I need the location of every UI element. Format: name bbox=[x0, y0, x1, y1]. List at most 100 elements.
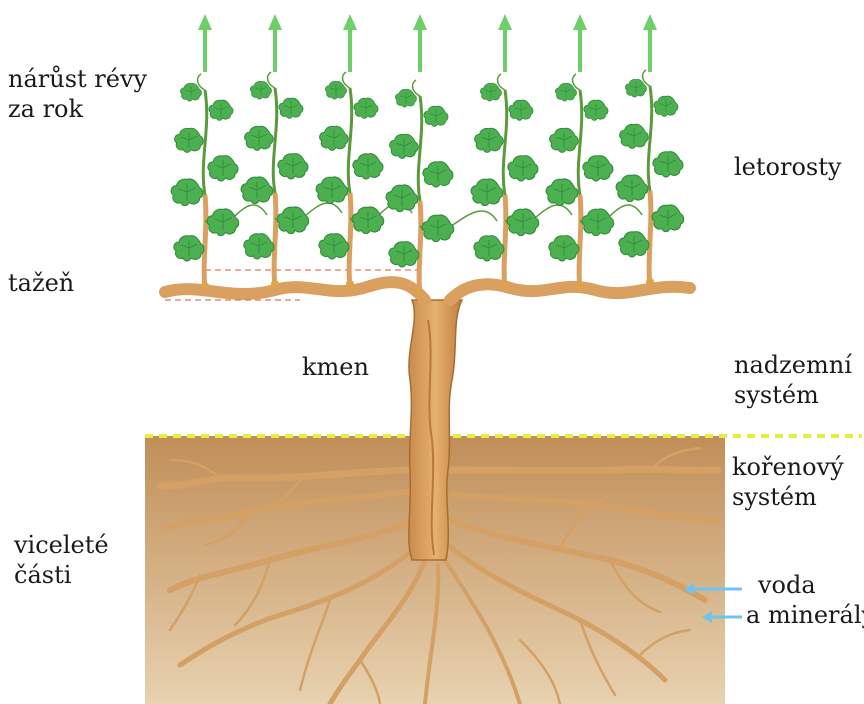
leaf-3-4 bbox=[353, 154, 383, 179]
leaf-1-1 bbox=[180, 83, 201, 101]
label-water-minerals-line2: a minerály bbox=[746, 600, 864, 630]
bud bbox=[201, 282, 209, 290]
label-trunk: kmen bbox=[302, 352, 369, 382]
leaf-7-4 bbox=[653, 152, 683, 177]
bud bbox=[271, 280, 279, 288]
label-annual-growth-line1: nárůst révy bbox=[8, 64, 147, 94]
label-above-ground: nadzemní systém bbox=[734, 350, 852, 410]
label-above-ground-line1: nadzemní bbox=[734, 350, 852, 380]
label-root-system-line2: systém bbox=[732, 482, 844, 512]
label-perennial-parts: viceleté části bbox=[14, 530, 109, 590]
leaf-7-1 bbox=[625, 79, 646, 97]
leaf-3-3 bbox=[320, 126, 349, 150]
growth-arrows bbox=[198, 14, 657, 72]
growth-arrow-2 bbox=[268, 14, 282, 72]
bud bbox=[346, 280, 354, 288]
leaf-2-3 bbox=[245, 126, 274, 150]
leaf-4-5 bbox=[386, 185, 418, 212]
label-perennial-parts-line1: viceleté bbox=[14, 530, 109, 560]
leaf-6-2 bbox=[584, 100, 608, 120]
leaf-1-4 bbox=[208, 156, 238, 181]
shoot-wood bbox=[649, 191, 651, 286]
label-root-system: kořenový systém bbox=[732, 452, 844, 512]
leaf-4-1 bbox=[395, 89, 416, 107]
leaf-3-6 bbox=[352, 207, 384, 234]
shoot-stem bbox=[273, 88, 276, 193]
shoot-wood bbox=[349, 193, 351, 288]
leaf-2-5 bbox=[241, 177, 273, 204]
leaf-4-2 bbox=[424, 106, 448, 126]
growth-arrow-7 bbox=[643, 14, 657, 72]
leaf-2-6 bbox=[277, 207, 309, 234]
growth-arrow-3 bbox=[343, 14, 357, 72]
growth-arrow-5 bbox=[498, 14, 512, 72]
leaf-4-3 bbox=[390, 134, 419, 158]
leaf-5-2 bbox=[509, 100, 533, 120]
label-cordon: tažeň bbox=[8, 268, 74, 298]
leaf-6-6 bbox=[582, 209, 614, 236]
bud bbox=[416, 288, 424, 296]
label-perennial-parts-line2: části bbox=[14, 560, 109, 590]
leaf-5-5 bbox=[471, 179, 503, 206]
shoot-stem bbox=[503, 90, 506, 195]
leaf-1-5 bbox=[171, 179, 203, 206]
shoots-group bbox=[171, 70, 684, 296]
label-annual-growth: nárůst révy za rok bbox=[8, 64, 147, 124]
bud bbox=[576, 282, 584, 290]
leaf-2-4 bbox=[278, 154, 308, 179]
leaf-7-7 bbox=[619, 232, 649, 257]
label-shoots: letorosty bbox=[734, 152, 841, 182]
leaf-6-1 bbox=[555, 83, 576, 101]
shoot-stem bbox=[418, 96, 421, 201]
leaf-3-1 bbox=[325, 81, 346, 99]
leaf-3-5 bbox=[316, 177, 348, 204]
shoot-wood bbox=[419, 201, 421, 296]
leaf-5-4 bbox=[508, 156, 538, 181]
shoot-wood bbox=[579, 195, 581, 290]
growth-arrow-6 bbox=[573, 14, 587, 72]
label-water-minerals-line1: voda bbox=[746, 570, 864, 600]
cordon-right bbox=[450, 284, 690, 300]
leaf-7-2 bbox=[654, 96, 678, 116]
shoot-stem bbox=[648, 86, 651, 191]
leaf-6-7 bbox=[549, 236, 579, 261]
shoot-wood bbox=[504, 195, 506, 290]
leaf-2-2 bbox=[279, 98, 303, 118]
leaf-1-2 bbox=[209, 100, 233, 120]
growth-arrow-head bbox=[498, 14, 512, 30]
leaf-6-5 bbox=[546, 179, 578, 206]
leaf-5-1 bbox=[480, 83, 501, 101]
leaf-1-3 bbox=[175, 128, 204, 152]
leaf-4-4 bbox=[423, 162, 453, 187]
leaf-7-3 bbox=[620, 124, 649, 148]
leaf-5-7 bbox=[474, 236, 504, 261]
leaf-3-2 bbox=[354, 98, 378, 118]
growth-arrow-head bbox=[343, 14, 357, 30]
leaf-4-6 bbox=[422, 215, 454, 242]
leaf-6-3 bbox=[550, 128, 579, 152]
growth-arrow-1 bbox=[198, 14, 212, 72]
leaf-3-7 bbox=[319, 234, 349, 259]
leaf-2-7 bbox=[244, 234, 274, 259]
shoot-wood bbox=[274, 193, 276, 288]
leaf-5-6 bbox=[507, 209, 539, 236]
growth-arrow-head bbox=[573, 14, 587, 30]
shoot-stem bbox=[348, 88, 351, 193]
root-11 bbox=[450, 469, 718, 470]
growth-arrow-head bbox=[643, 14, 657, 30]
shoot-stem bbox=[578, 90, 581, 195]
leaf-4-7 bbox=[389, 242, 419, 267]
leaf-1-7 bbox=[174, 236, 204, 261]
label-root-system-line1: kořenový bbox=[732, 452, 844, 482]
leaf-6-4 bbox=[583, 156, 613, 181]
shoot-wood bbox=[204, 195, 206, 290]
leaf-7-6 bbox=[652, 205, 684, 232]
shoot-stem bbox=[203, 90, 206, 195]
label-above-ground-line2: systém bbox=[734, 380, 852, 410]
growth-arrow-head bbox=[268, 14, 282, 30]
leaf-1-6 bbox=[207, 209, 239, 236]
leaf-2-1 bbox=[250, 81, 271, 99]
label-annual-growth-line2: za rok bbox=[8, 94, 147, 124]
growth-arrow-head bbox=[198, 14, 212, 30]
leaf-5-3 bbox=[475, 128, 504, 152]
